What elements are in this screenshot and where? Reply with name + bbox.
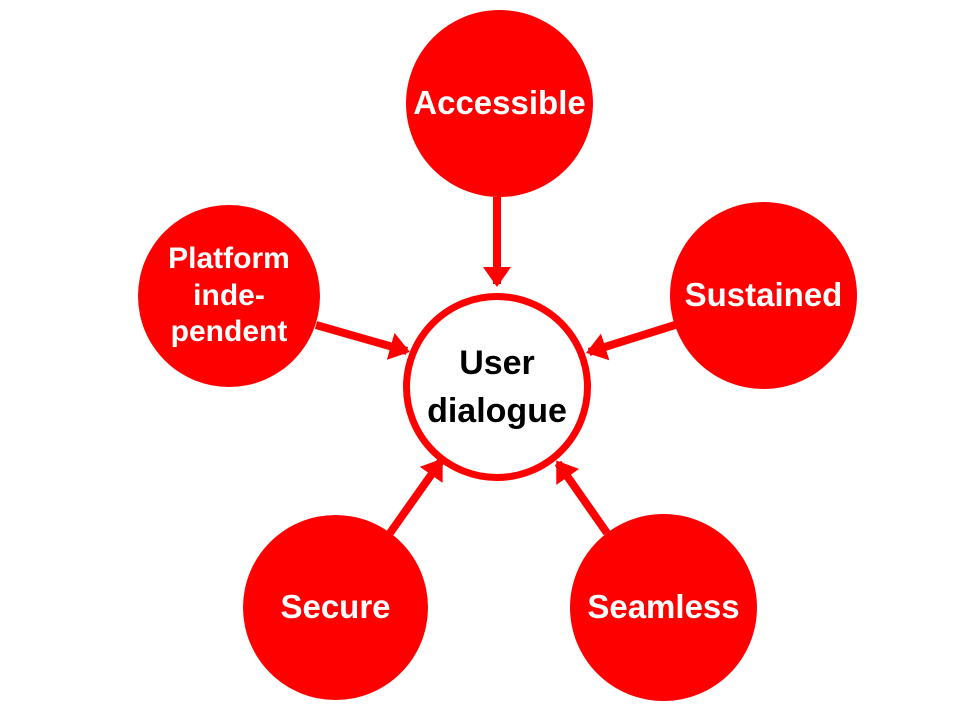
node-seamless-label: Seamless (587, 588, 740, 626)
node-platform-independent: Platform inde- pendent (138, 205, 320, 387)
arrow-sustained-to-center (586, 321, 677, 361)
node-sustained-label: Sustained (684, 276, 843, 314)
node-sustained: Sustained (670, 202, 857, 389)
node-secure: Secure (243, 515, 428, 700)
arrow-secure-to-center (386, 458, 445, 536)
node-accessible-label: Accessible (413, 84, 586, 122)
node-secure-label: Secure (280, 588, 391, 626)
arrow-platform-independent-to-center (314, 321, 410, 360)
node-seamless: Seamless (570, 514, 757, 701)
arrow-seamless-to-center (554, 460, 611, 536)
node-user-dialogue-label: User dialogue (427, 343, 567, 430)
node-platform-independent-label: Platform inde- pendent (168, 242, 290, 349)
node-accessible: Accessible (406, 10, 593, 197)
node-user-dialogue: User dialogue (403, 293, 591, 481)
